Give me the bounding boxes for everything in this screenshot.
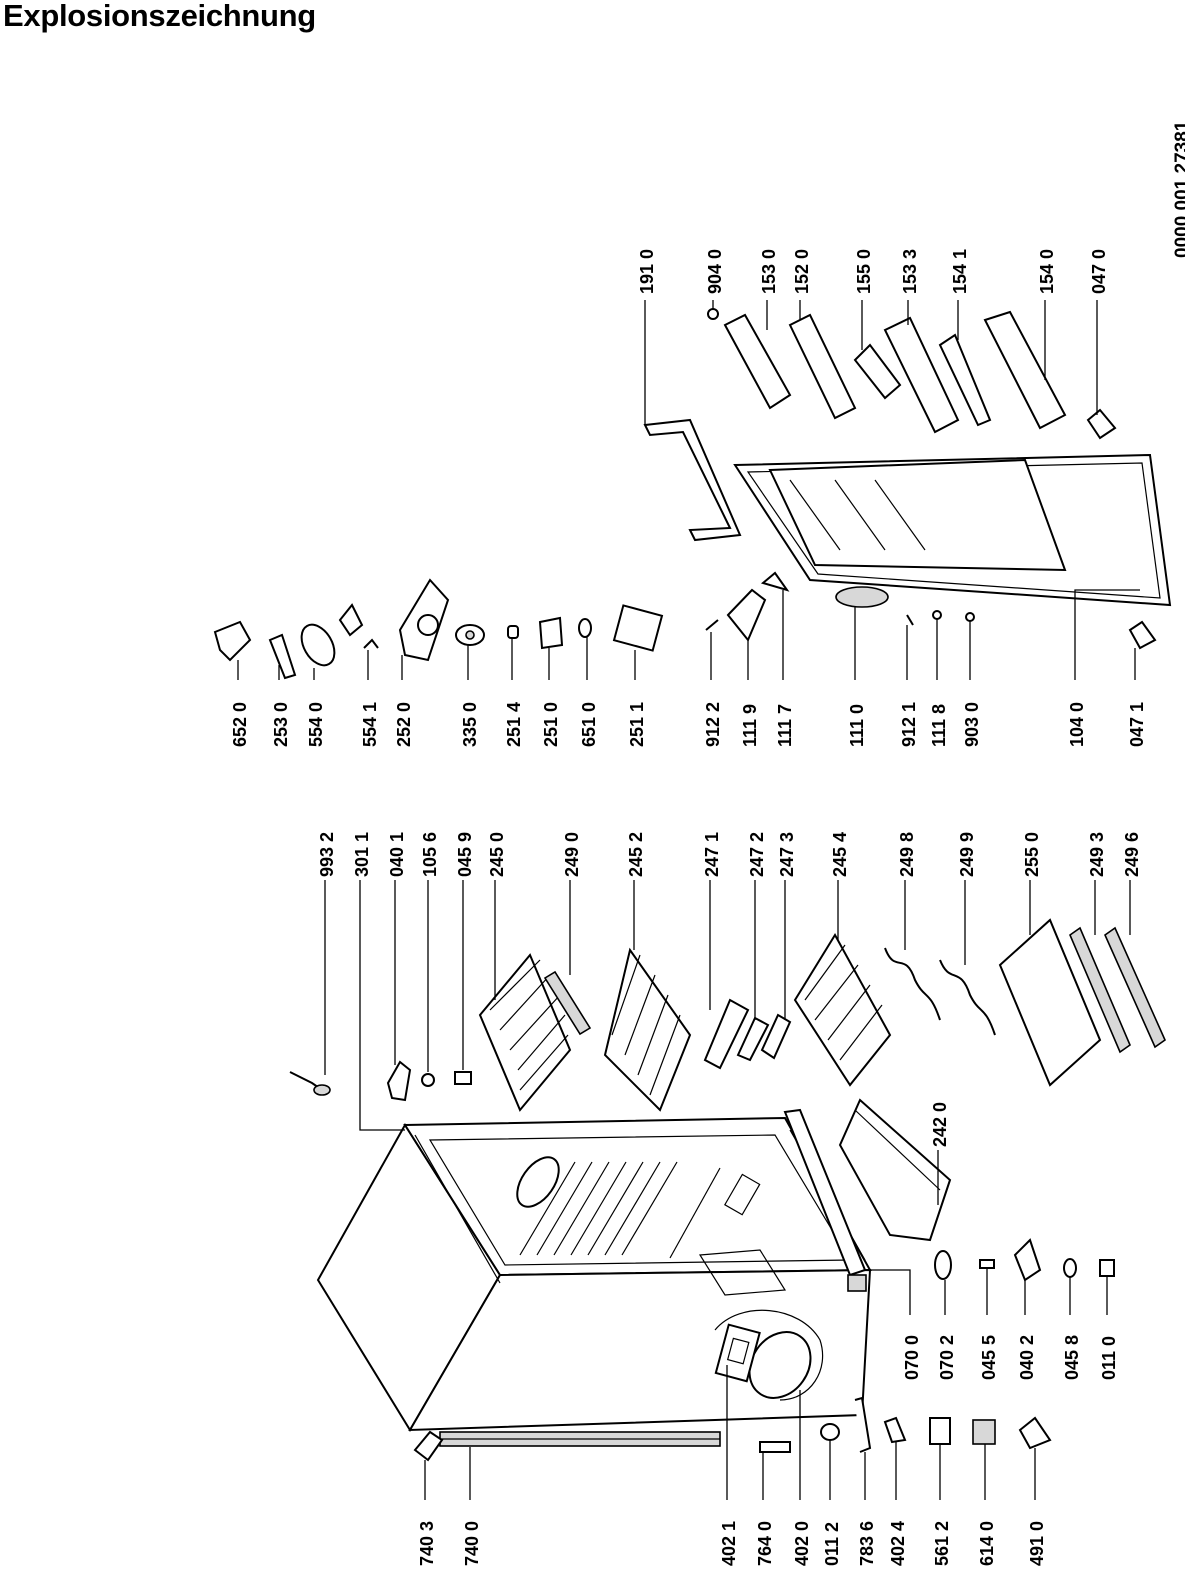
label-252-0: 252 0 (394, 702, 414, 747)
label-245-0: 245 0 (487, 832, 507, 877)
label-153-0: 153 0 (759, 249, 779, 294)
label-614-0: 614 0 (977, 1521, 997, 1566)
label-335-0: 335 0 (460, 702, 480, 747)
label-491-0: 491 0 (1027, 1521, 1047, 1566)
label-783-6: 783 6 (857, 1521, 877, 1566)
label-912-2: 912 2 (703, 702, 723, 747)
label-247-2: 247 2 (747, 832, 767, 877)
label-301-1: 301 1 (352, 832, 372, 877)
parts-door-hinge (934, 1238, 1115, 1282)
label-247-1: 247 1 (702, 832, 722, 877)
label-045-5: 045 5 (979, 1335, 999, 1380)
label-111-7: 111 7 (775, 704, 795, 747)
label-764-0: 764 0 (755, 1521, 775, 1566)
label-249-3: 249 3 (1087, 832, 1107, 877)
label-249-8: 249 8 (897, 832, 917, 877)
label-045-9: 045 9 (455, 832, 475, 877)
door-assembly (643, 308, 1172, 607)
label-904-0: 904 0 (705, 249, 725, 294)
label-111-8: 111 8 (929, 704, 949, 747)
label-247-3: 247 3 (777, 832, 797, 877)
label-554-0: 554 0 (306, 702, 326, 747)
label-245-2: 245 2 (626, 832, 646, 877)
label-251-0: 251 0 (541, 702, 561, 747)
label-249-9: 249 9 (957, 832, 977, 877)
label-903-0: 903 0 (962, 702, 982, 747)
label-402-4: 402 4 (888, 1521, 908, 1566)
label-047-0: 047 0 (1089, 249, 1109, 294)
label-070-0: 070 0 (902, 1335, 922, 1380)
label-153-3: 153 3 (900, 249, 920, 294)
label-249-6: 249 6 (1122, 832, 1142, 877)
label-191-0: 191 0 (637, 249, 657, 294)
label-651-0: 651 0 (579, 702, 599, 747)
label-155-0: 155 0 (854, 249, 874, 294)
label-740-3: 740 3 (417, 1521, 437, 1566)
label-912-1: 912 1 (899, 702, 919, 747)
label-011-0: 011 0 (1099, 1336, 1119, 1380)
label-040-2: 040 2 (1017, 1335, 1037, 1380)
condenser (413, 1430, 721, 1462)
label-402-1: 402 1 (719, 1521, 739, 1566)
parts-bottom-row (759, 1396, 1052, 1453)
label-111-9: 111 9 (740, 704, 760, 747)
label-245-4: 245 4 (830, 832, 850, 877)
cabinet-body (316, 1108, 872, 1462)
parts-middle-column (213, 571, 1157, 680)
label-154-0: 154 0 (1037, 249, 1057, 294)
label-011-2: 011 2 (822, 1522, 842, 1566)
label-111-0: 111 0 (847, 704, 867, 747)
label-561-2: 561 2 (932, 1521, 952, 1566)
label-554-1: 554 1 (360, 702, 380, 747)
label-040-1: 040 1 (387, 832, 407, 877)
label-251-1: 251 1 (627, 702, 647, 747)
label-652-0: 652 0 (230, 702, 250, 747)
label-105-6: 105 6 (420, 832, 440, 877)
label-740-0: 740 0 (462, 1521, 482, 1566)
label-047-1: 047 1 (1127, 702, 1147, 747)
label-251-4: 251 4 (504, 702, 524, 747)
leader-lines (237, 300, 1140, 1500)
label-242-0: 242 0 (930, 1102, 950, 1147)
compressor (714, 1309, 824, 1401)
label-253-0: 253 0 (271, 702, 291, 747)
label-249-0: 249 0 (562, 832, 582, 877)
label-070-2: 070 2 (937, 1335, 957, 1380)
label-154-1: 154 1 (950, 249, 970, 294)
page-title: Explosionszeichnung (3, 0, 316, 33)
label-045-8: 045 8 (1062, 1335, 1082, 1380)
label-152-0: 152 0 (792, 249, 812, 294)
label-402-0: 402 0 (792, 1521, 812, 1566)
shelf-supports (519, 1161, 721, 1259)
part-labels: 993 2 301 1 040 1 105 6 045 9 245 0 249 … (230, 249, 1147, 1566)
label-993-2: 993 2 (317, 832, 337, 877)
label-104-0: 104 0 (1067, 702, 1087, 747)
parts-left-column (289, 918, 1166, 1242)
label-255-0: 255 0 (1022, 832, 1042, 877)
